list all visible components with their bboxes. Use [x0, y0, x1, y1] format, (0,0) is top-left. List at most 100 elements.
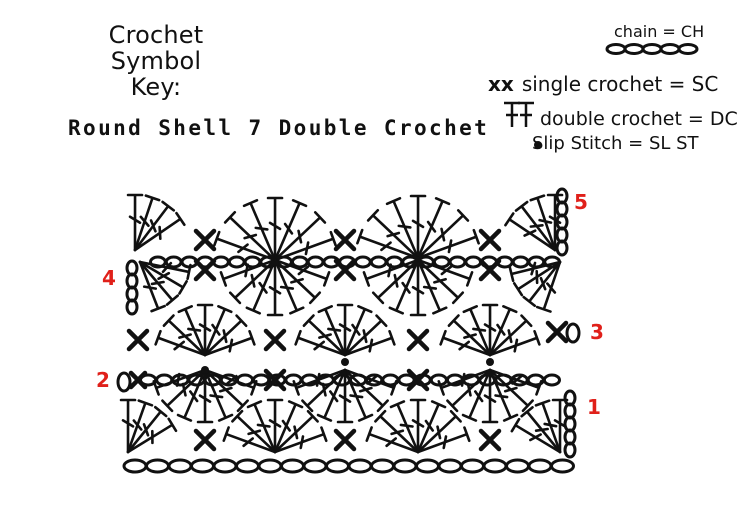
slip-stitch-dot: [534, 141, 542, 149]
double-crochet-stitch: [273, 258, 305, 315]
double-crochet-stitch: [152, 368, 207, 396]
dc-legend-symbol: [518, 101, 534, 127]
double-crochet-stitch: [196, 368, 214, 424]
double-crochet-stitch: [294, 329, 347, 357]
double-crochet-stitch: [508, 260, 562, 283]
double-crochet-stitch: [461, 368, 492, 422]
double-crochet-stitch: [520, 406, 562, 454]
chain-stitch: [641, 43, 663, 55]
double-crochet-stitch: [273, 199, 308, 262]
single-crochet-stitch: [333, 258, 357, 282]
double-crochet-stitch: [416, 209, 470, 260]
single-crochet-stitch: [545, 320, 569, 344]
slip-stitch-dot: [341, 358, 349, 366]
double-crochet-stitch: [481, 303, 499, 357]
key-title-line1: Crochet Symbol: [108, 21, 204, 75]
chain-stitch: [257, 458, 283, 474]
double-crochet-stitch: [437, 368, 492, 396]
single-crochet-stitch: [193, 228, 217, 252]
chain-stitch: [190, 458, 215, 474]
row-label-1: 1: [587, 395, 601, 419]
double-crochet-stitch: [126, 405, 168, 454]
double-crochet-stitch: [301, 368, 347, 413]
double-crochet-stitch: [138, 260, 166, 313]
double-crochet-stitch: [365, 426, 420, 454]
chain-stitch: [437, 458, 463, 474]
double-crochet-stitch: [488, 368, 519, 422]
single-crochet-stitch: [478, 428, 502, 452]
double-crochet-stitch: [273, 230, 337, 262]
chain-stitch: [290, 255, 309, 269]
chain-stitch: [280, 458, 305, 474]
single-crochet-stitch: [263, 368, 287, 392]
double-crochet-stitch: [273, 426, 328, 454]
chain-stitch: [302, 458, 328, 474]
single-crochet-stitch: [193, 428, 217, 452]
double-crochet-stitch: [242, 198, 277, 262]
chain-stitch: [369, 255, 388, 269]
row-label-4: 4: [102, 266, 116, 290]
double-crochet-stitch: [336, 368, 354, 424]
double-crochet-stitch: [138, 260, 192, 281]
dc-legend-symbol: [504, 101, 520, 127]
chain-stitch: [116, 371, 132, 393]
chain-stitch: [122, 458, 148, 474]
double-crochet-stitch: [534, 399, 562, 454]
chain-stitch: [527, 458, 553, 474]
double-crochet-stitch: [292, 368, 347, 396]
double-crochet-stitch: [162, 314, 207, 357]
double-crochet-stitch: [196, 303, 214, 357]
double-crochet-stitch: [416, 258, 474, 287]
chain-stitch: [354, 255, 372, 269]
chain-stitch: [542, 373, 562, 387]
legend-chain-label: chain = CH: [614, 22, 705, 41]
key-title: Crochet Symbol Key:: [66, 22, 246, 100]
chain-stitch: [370, 458, 395, 474]
double-crochet-stitch: [223, 210, 277, 262]
chain-stitch: [227, 255, 246, 269]
double-crochet-stitch: [266, 196, 284, 262]
slip-stitch-dot: [201, 366, 209, 374]
chain-stitch: [511, 255, 530, 269]
single-crochet-stitch: [406, 328, 430, 352]
double-crochet-stitch: [504, 212, 557, 252]
double-crochet-stitch: [133, 200, 176, 252]
row-label-3: 3: [590, 320, 604, 344]
double-crochet-stitch: [273, 258, 331, 287]
double-crochet-stitch: [343, 329, 396, 357]
double-crochet-stitch: [177, 304, 207, 357]
double-crochet-stitch: [176, 368, 207, 422]
legend-double-crochet: double crochet = DC: [540, 108, 738, 130]
double-crochet-stitch: [213, 230, 277, 262]
double-crochet-stitch: [203, 329, 256, 357]
single-crochet-stitch: [128, 370, 148, 390]
chain-stitch: [125, 298, 139, 316]
double-crochet-stitch: [488, 314, 533, 357]
double-crochet-stitch: [273, 409, 319, 454]
chain-stitch: [565, 322, 581, 344]
chain-stitch: [505, 458, 530, 474]
sc-symbol: xx: [488, 72, 514, 96]
double-crochet-stitch: [374, 409, 420, 454]
chain-stitch: [482, 458, 508, 474]
legend-chain: chain = CH: [614, 22, 704, 41]
chain-stitch: [392, 458, 418, 474]
double-crochet-stitch: [343, 305, 373, 357]
double-crochet-stitch: [388, 258, 420, 315]
double-crochet-stitch: [416, 228, 480, 260]
double-crochet-stitch: [488, 329, 541, 357]
double-crochet-stitch: [488, 368, 543, 396]
double-crochet-stitch: [273, 211, 327, 262]
chain-stitch: [464, 255, 483, 269]
double-crochet-stitch: [133, 211, 186, 252]
double-crochet-stitch: [488, 305, 518, 357]
double-crochet-stitch: [362, 258, 420, 287]
double-crochet-stitch: [522, 260, 562, 308]
double-crochet-stitch: [409, 194, 427, 260]
single-crochet-stitch: [263, 328, 287, 352]
double-crochet-stitch: [343, 314, 388, 357]
single-crochet-stitch: [126, 328, 150, 352]
chain-stitch: [415, 458, 440, 474]
double-crochet-stitch: [203, 314, 248, 357]
double-crochet-stitch: [535, 260, 562, 313]
